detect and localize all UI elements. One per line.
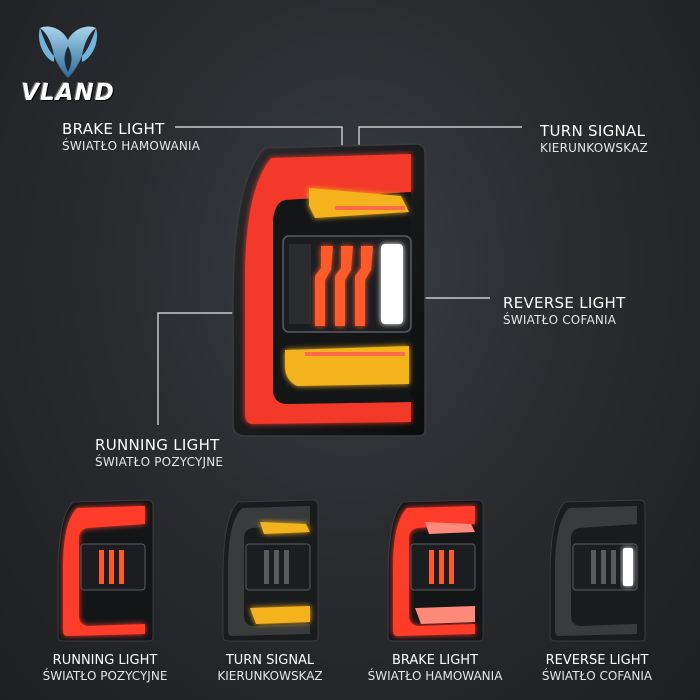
thumb-label-reverse-title: REVERSE LIGHT: [545, 653, 649, 668]
thumb-label-running-title: RUNNING LIGHT: [52, 653, 158, 668]
wings-icon: [38, 26, 98, 78]
thumb-label-brake-subtitle: ŚWIATŁO HAMOWANIA: [367, 669, 503, 684]
callout-reverse-subtitle: ŚWIATŁO COFANIA: [503, 312, 617, 327]
thumb-label-brake: BRAKE LIGHT ŚWIATŁO HAMOWANIA: [355, 653, 515, 684]
tail-light-hero: [232, 143, 426, 437]
callout-running: RUNNING LIGHT ŚWIATŁO POZYCYJNE: [95, 436, 223, 470]
callout-reverse: REVERSE LIGHT ŚWIATŁO COFANIA: [503, 294, 626, 328]
thumb-label-turn-title: TURN SIGNAL: [225, 653, 315, 668]
brand-name: VLAND: [21, 80, 115, 106]
callout-brake: BRAKE LIGHT ŚWIATŁO HAMOWANIA: [62, 120, 200, 154]
thumb-label-reverse: REVERSE LIGHT ŚWIATŁO COFANIA: [517, 653, 677, 684]
callout-turn-title: TURN SIGNAL: [540, 122, 646, 140]
thumb-label-running-subtitle: ŚWIATŁO POZYCYJNE: [42, 669, 168, 684]
thumb-label-brake-title: BRAKE LIGHT: [391, 653, 479, 668]
thumb-label-turn: TURN SIGNAL KIERUNKOWSKAZ: [190, 653, 350, 684]
thumb-reverse-light: [549, 499, 646, 642]
thumb-label-running: RUNNING LIGHT ŚWIATŁO POZYCYJNE: [25, 653, 185, 684]
thumb-turn-signal: [222, 499, 319, 642]
thumb-label-turn-subtitle: KIERUNKOWSKAZ: [217, 669, 323, 684]
callout-brake-subtitle: ŚWIATŁO HAMOWANIA: [62, 138, 201, 153]
callout-turn: TURN SIGNAL KIERUNKOWSKAZ: [540, 122, 648, 156]
thumb-running-light: [57, 499, 154, 642]
callout-running-title: RUNNING LIGHT: [95, 436, 220, 454]
thumb-brake-light: [387, 499, 484, 642]
callout-brake-title: BRAKE LIGHT: [62, 120, 165, 138]
callout-turn-subtitle: KIERUNKOWSKAZ: [540, 140, 648, 155]
thumb-label-reverse-subtitle: ŚWIATŁO COFANIA: [541, 669, 653, 684]
callout-running-subtitle: ŚWIATŁO POZYCYJNE: [95, 454, 224, 469]
callout-reverse-title: REVERSE LIGHT: [503, 294, 626, 312]
brand-logo: VLAND: [18, 22, 118, 110]
